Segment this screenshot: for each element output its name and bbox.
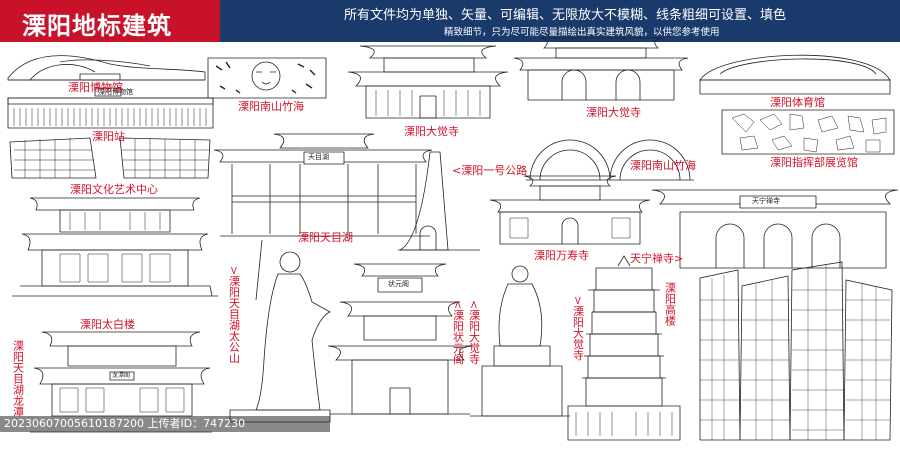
- high-rise-buildings: [700, 262, 892, 440]
- label-high-rise: 溧阳高楼: [663, 282, 677, 326]
- command-hall: [722, 110, 894, 154]
- header-description: 所有文件均为单独、矢量、可编辑、无限放大不模糊、线条粗细可设置、填色: [344, 8, 787, 23]
- label-tianmu-taigong: >溧阳天目湖太公山: [227, 266, 241, 364]
- page-title: 溧阳地标建筑: [22, 12, 172, 40]
- museum-sign: 溧阳博物馆: [98, 88, 133, 96]
- label-dajue-temple-gate: 溧阳大觉寺: [586, 106, 641, 119]
- label-dajue-pagoda: >溧阳大觉寺: [571, 296, 585, 361]
- label-tianmu-lake: 溧阳天目湖: [298, 231, 353, 244]
- tianmu-gate-plaque: 天目湖: [308, 153, 329, 161]
- label-culture-center: 溧阳文化艺术中心: [70, 183, 158, 196]
- label-wanshou-temple: 溧阳万寿寺: [534, 249, 589, 262]
- label-station: 溧阳站: [92, 130, 125, 143]
- label-museum: 溧阳博物馆: [68, 81, 123, 94]
- header-title-bar: [0, 0, 220, 42]
- label-taibai-tower: 溧阳太白楼: [80, 318, 135, 331]
- label-dajue-temple-hall: 溧阳大觉寺: [404, 125, 459, 138]
- longtan-plaque: 龙潭阁: [112, 372, 131, 379]
- label-nanshan-arch: 溧阳南山竹海: [630, 159, 696, 172]
- label-tianning-temple: 天宁禅寺>: [630, 252, 684, 265]
- label-zhuangyuan-pavilion: <溧阳状元阁: [451, 300, 465, 365]
- taibai-tower: [12, 198, 218, 296]
- zhuangyuan-plaque: 状元阁: [388, 280, 409, 288]
- dajue-temple-hall: [348, 46, 508, 118]
- zhuangyuan-pavilion: [328, 264, 472, 414]
- road-one-sculpture: [398, 152, 480, 250]
- station-building: [8, 88, 213, 128]
- label-command-hall: 溧阳指挥部展览馆: [770, 156, 858, 169]
- label-dajue-statue: <溧阳大觉寺: [467, 300, 481, 365]
- dajue-pagoda: [568, 256, 680, 440]
- culture-center-building: [10, 138, 210, 178]
- nanshan-carving: [208, 58, 326, 98]
- header-info-bar: [220, 0, 900, 42]
- label-road-one: <溧阳一号公路: [452, 164, 528, 177]
- museum-building: [8, 56, 205, 80]
- header-note: 精致细节，只为尽可能尽量描绘出真实建筑风貌，以供您参考使用: [444, 27, 720, 38]
- tianning-gate-plaque: 天宁禅寺: [752, 197, 780, 205]
- wanshou-temple: [490, 176, 650, 244]
- dajue-temple-gate: [514, 38, 688, 100]
- tianmu-lake-gate: [214, 134, 432, 236]
- monk-statue: [470, 266, 570, 416]
- longtan-pavilion: [30, 332, 212, 432]
- label-gym: 溧阳体育馆: [770, 96, 825, 109]
- nanshan-arches: [526, 140, 694, 180]
- watermark-bar: 20230607005610187200 上传者ID：747230: [0, 416, 330, 432]
- taigong-statue: [230, 240, 330, 422]
- label-longtan: 溧阳天目湖龙潭: [11, 340, 25, 417]
- tianning-temple: [652, 190, 898, 268]
- label-nanshan-carving: 溧阳南山竹海: [238, 100, 304, 113]
- gym-building: [700, 55, 890, 94]
